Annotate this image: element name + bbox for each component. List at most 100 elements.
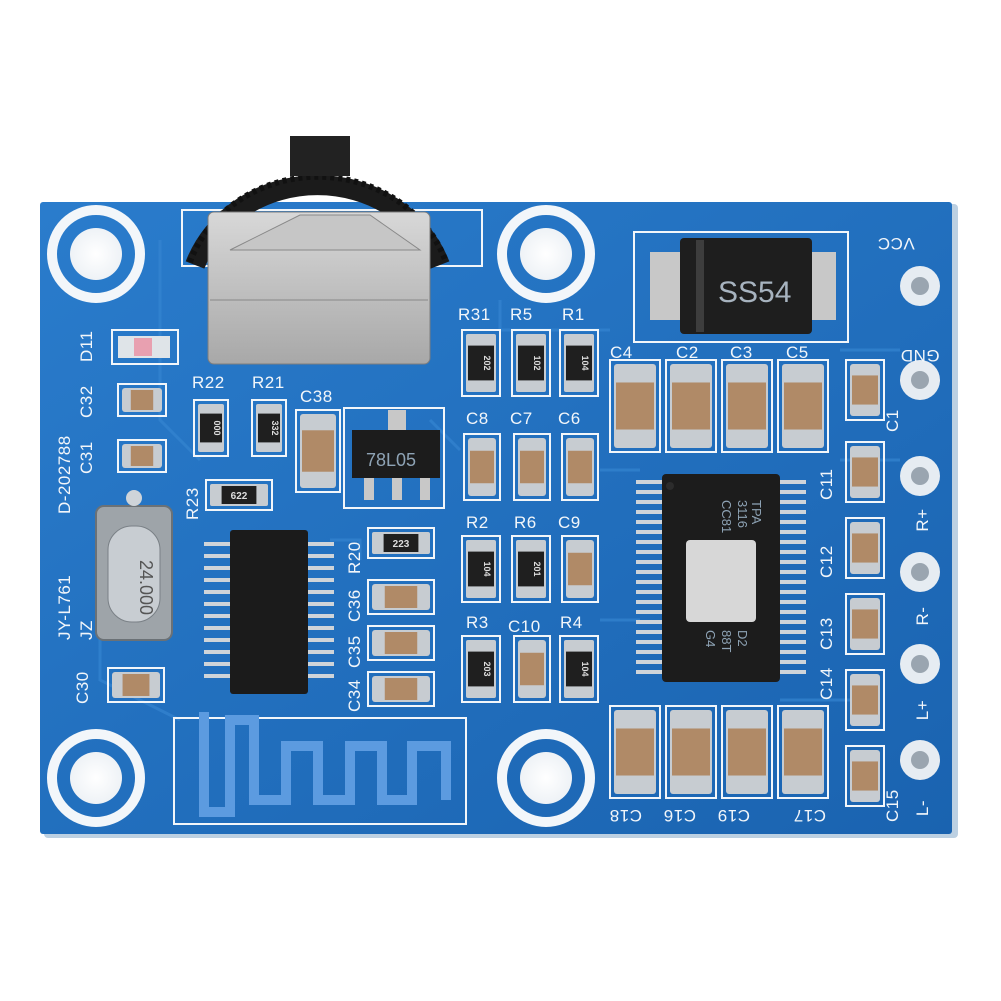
svg-text:C15: C15 — [883, 789, 902, 822]
resistor-r2-code: 104 — [482, 561, 492, 576]
capacitor-c9 — [561, 535, 599, 603]
bluetooth-ic — [204, 530, 334, 694]
resistor-r22-code: 000 — [212, 420, 222, 435]
pcb-antenna — [173, 712, 467, 825]
resistor-r20: 223 — [367, 527, 435, 559]
capacitor-c1 — [845, 359, 885, 421]
resistor-r23: 622 — [205, 479, 273, 511]
svg-text:C2: C2 — [676, 343, 699, 362]
svg-text:D2: D2 — [735, 630, 750, 647]
resistor-r4: 104 — [559, 635, 599, 703]
svg-text:C31: C31 — [77, 441, 96, 474]
svg-text:C18: C18 — [609, 806, 642, 825]
capacitor-c17 — [777, 705, 829, 799]
diode-ss54: SS54 — [633, 231, 849, 343]
resistor-r21: 332 — [251, 399, 287, 457]
svg-text:C36: C36 — [345, 589, 364, 622]
capacitor-c30 — [107, 667, 165, 703]
capacitor-c11 — [845, 441, 885, 503]
capacitor-c7 — [513, 433, 551, 501]
svg-text:C38: C38 — [300, 387, 333, 406]
resistor-r6-code: 201 — [532, 561, 542, 576]
pin-label-vcc: VCC — [877, 234, 914, 253]
capacitor-c19 — [721, 705, 773, 799]
crystal-oscillator: 24.000 — [95, 490, 173, 641]
svg-text:C4: C4 — [610, 343, 633, 362]
resistor-r31: 202 — [461, 329, 501, 397]
svg-text:R21: R21 — [252, 373, 285, 392]
capacitor-c3 — [721, 359, 773, 453]
resistor-r5-code: 102 — [532, 355, 542, 370]
capacitor-c16 — [665, 705, 717, 799]
capacitor-c8 — [463, 433, 501, 501]
smd-components: 000 332 622 223 202 102 104 104 201 203 104 — [107, 329, 885, 807]
amplifier-ic-marking: TPA 3116 CC81 D2 88T G4 — [703, 500, 764, 652]
svg-text:C3: C3 — [730, 343, 753, 362]
resistor-r3-code: 203 — [482, 661, 492, 676]
svg-text:C10: C10 — [508, 617, 541, 636]
svg-text:R3: R3 — [466, 613, 489, 632]
svg-text:TPA: TPA — [749, 500, 764, 525]
resistor-r4-code: 104 — [580, 661, 590, 676]
board-code-label: D-202788 — [55, 435, 74, 514]
svg-text:D11: D11 — [77, 331, 96, 362]
resistor-r5: 102 — [511, 329, 551, 397]
capacitor-c14 — [845, 669, 885, 731]
svg-text:C9: C9 — [558, 513, 581, 532]
capacitor-c2 — [665, 359, 717, 453]
svg-text:C5: C5 — [786, 343, 809, 362]
svg-text:R5: R5 — [510, 305, 533, 324]
svg-text:C34: C34 — [345, 679, 364, 712]
svg-text:C32: C32 — [77, 385, 96, 418]
svg-text:C7: C7 — [510, 409, 533, 428]
svg-text:R2: R2 — [466, 513, 489, 532]
svg-text:C35: C35 — [345, 635, 364, 668]
capacitor-c12 — [845, 517, 885, 579]
svg-text:C1: C1 — [883, 409, 902, 432]
mounting-hole-top-left — [47, 205, 145, 303]
capacitor-c18 — [609, 705, 661, 799]
svg-text:R31: R31 — [458, 305, 491, 324]
svg-text:R1: R1 — [562, 305, 585, 324]
svg-text:C8: C8 — [466, 409, 489, 428]
resistor-r2: 104 — [461, 535, 501, 603]
amplifier-ic: TPA 3116 CC81 D2 88T G4 — [636, 474, 806, 682]
capacitor-c6 — [561, 433, 599, 501]
svg-text:CC81: CC81 — [719, 500, 734, 533]
svg-text:3116: 3116 — [735, 500, 750, 528]
resistor-r1: 104 — [559, 329, 599, 397]
resistor-r1-code: 104 — [580, 355, 590, 370]
amplifier-ic-pins — [636, 480, 806, 674]
capacitor-c38 — [295, 409, 341, 493]
capacitor-c10 — [513, 635, 551, 703]
svg-text:C6: C6 — [558, 409, 581, 428]
mounting-hole-top-mid — [497, 205, 595, 303]
svg-text:R23: R23 — [183, 487, 202, 520]
capacitor-c32 — [117, 383, 167, 417]
svg-text:C19: C19 — [717, 806, 750, 825]
svg-text:R6: R6 — [514, 513, 537, 532]
capacitor-c31 — [117, 439, 167, 473]
volume-potentiometer — [181, 136, 483, 365]
regulator-marking: 78L05 — [366, 450, 416, 470]
svg-text:C11: C11 — [817, 469, 836, 500]
pin-label-r-minus: R- — [913, 607, 932, 626]
board-model-label: JY-L761 — [55, 575, 74, 640]
pin-label-l-minus: L- — [913, 800, 932, 816]
svg-text:R22: R22 — [192, 373, 225, 392]
svg-text:C16: C16 — [663, 806, 696, 825]
mounting-hole-bottom-left — [47, 729, 145, 827]
svg-text:C13: C13 — [817, 617, 836, 650]
resistor-r6: 201 — [511, 535, 551, 603]
svg-text:G4: G4 — [703, 630, 718, 647]
svg-text:R4: R4 — [560, 613, 583, 632]
led-d11 — [111, 329, 179, 365]
svg-text:C17: C17 — [793, 806, 826, 825]
mounting-hole-bottom-mid — [497, 729, 595, 827]
resistor-r20-code: 223 — [393, 539, 410, 550]
resistor-r31-code: 202 — [482, 355, 492, 370]
capacitor-c34 — [367, 671, 435, 707]
pin-label-l-plus: L+ — [913, 700, 932, 720]
capacitor-c15 — [845, 745, 885, 807]
